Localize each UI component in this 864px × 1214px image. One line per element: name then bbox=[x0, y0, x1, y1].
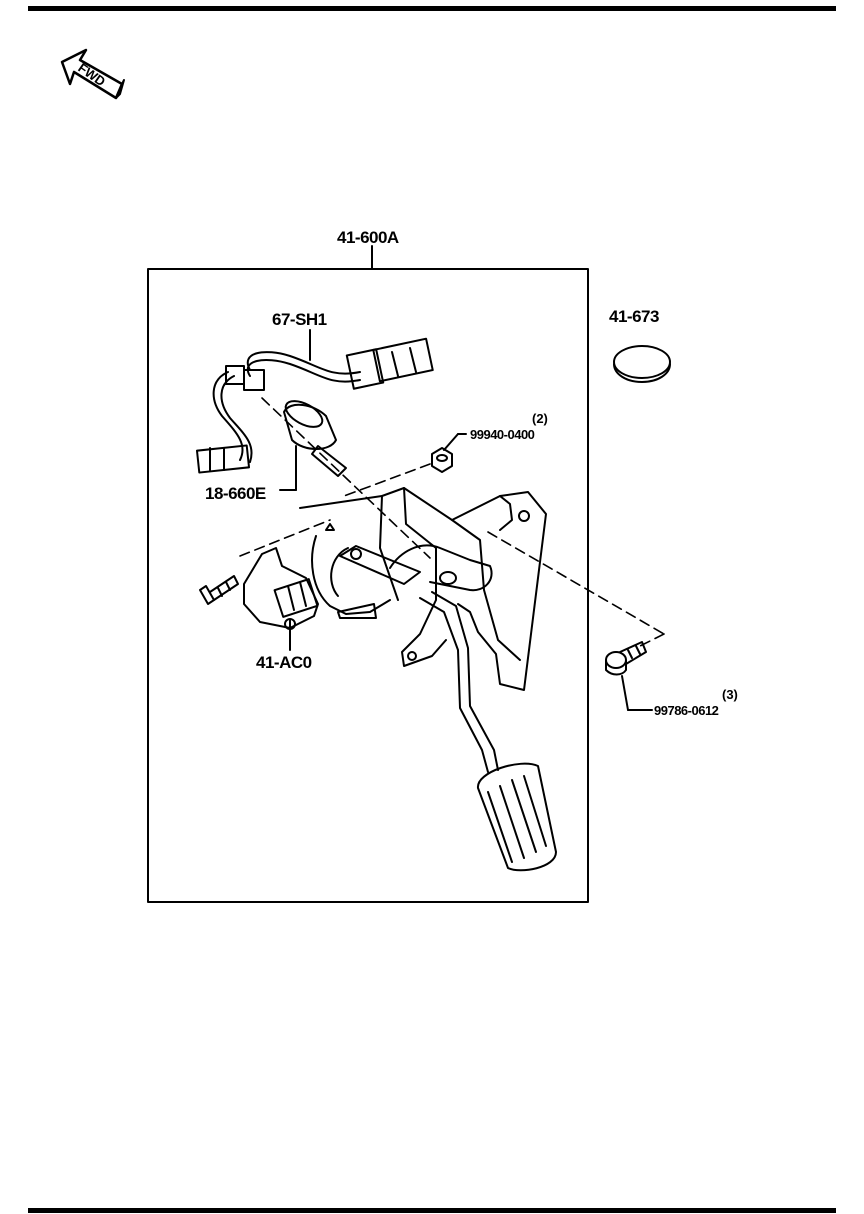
flange-bolt bbox=[605, 641, 653, 711]
part-qty-nut: (2) bbox=[532, 411, 548, 426]
fwd-arrow-icon bbox=[60, 48, 125, 100]
top-rule bbox=[28, 6, 836, 11]
part-label-harness: 67-SH1 bbox=[272, 310, 327, 329]
part-qty-bolt: (3) bbox=[722, 687, 738, 702]
bottom-rule bbox=[28, 1208, 836, 1213]
pedal-switch bbox=[279, 400, 347, 491]
sensor-bolt bbox=[199, 575, 239, 605]
part-label-nut: 99940-0400 bbox=[470, 427, 535, 442]
part-label-bolt: 99786-0612 bbox=[654, 703, 719, 718]
pedal-bracket bbox=[299, 487, 547, 691]
blank-cap bbox=[613, 345, 671, 383]
part-label-assembly: 41-600A bbox=[337, 228, 399, 247]
hex-nut bbox=[431, 433, 467, 473]
part-label-cap: 41-673 bbox=[609, 307, 659, 326]
throttle-sensor bbox=[243, 547, 319, 651]
assembly-frame bbox=[147, 268, 589, 903]
part-label-sensor: 41-AC0 bbox=[256, 653, 312, 672]
accelerator-pedal bbox=[419, 591, 557, 872]
assembly-dash-lines bbox=[239, 397, 665, 649]
wiring-harness bbox=[195, 329, 434, 474]
part-label-switch: 18-660E bbox=[205, 484, 266, 503]
